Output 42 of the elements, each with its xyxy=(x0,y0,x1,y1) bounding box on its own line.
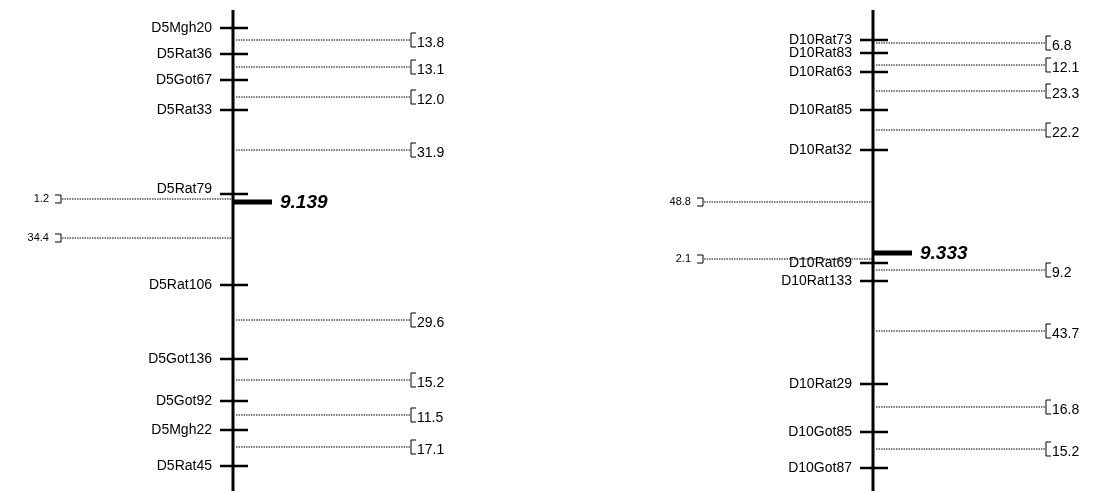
marker-name: D5Mgh22 xyxy=(151,422,212,436)
marker-name: D5Rat45 xyxy=(156,458,212,472)
marker-name: D10Rat32 xyxy=(788,142,852,156)
interval-distance: 1.2 xyxy=(33,193,49,204)
interval-distance: 16.8 xyxy=(1052,402,1080,416)
marker-name: D10Rat69 xyxy=(788,255,852,269)
interval-distance: 31.9 xyxy=(417,145,445,159)
marker-name: D10Rat133 xyxy=(781,273,852,287)
interval-distance: 2.1 xyxy=(675,253,691,264)
interval-distance: 13.8 xyxy=(417,35,445,49)
interval-distance: 43.7 xyxy=(1052,326,1080,340)
marker-name: D10Got87 xyxy=(788,460,852,474)
peak-score: 9.139 xyxy=(280,192,328,211)
marker-name: D5Got67 xyxy=(155,72,212,86)
interval-distance: 17.1 xyxy=(417,442,445,456)
marker-name: D5Got92 xyxy=(155,393,212,407)
marker-name: D5Rat106 xyxy=(148,277,212,291)
interval-distance: 23.3 xyxy=(1052,86,1080,100)
interval-distance: 13.1 xyxy=(417,62,445,76)
peak-score: 9.333 xyxy=(920,243,968,262)
marker-name: D5Rat33 xyxy=(156,102,212,116)
marker-name: D10Rat63 xyxy=(788,64,852,78)
marker-name: D10Rat29 xyxy=(788,376,852,390)
marker-name: D10Rat85 xyxy=(788,102,852,116)
marker-name: D10Rat83 xyxy=(788,45,852,59)
interval-distance: 34.4 xyxy=(27,232,49,243)
interval-distance: 29.6 xyxy=(417,315,445,329)
marker-name: D5Mgh20 xyxy=(151,20,212,34)
interval-distance: 15.2 xyxy=(1052,444,1080,458)
interval-distance: 15.2 xyxy=(417,375,445,389)
marker-name: D5Rat36 xyxy=(156,46,212,60)
marker-name: D5Rat79 xyxy=(156,181,212,195)
interval-distance: 6.8 xyxy=(1052,38,1072,52)
interval-distance: 22.2 xyxy=(1052,125,1080,139)
marker-name: D10Rat73 xyxy=(788,32,852,46)
interval-distance: 12.1 xyxy=(1052,60,1080,74)
marker-name: D10Got85 xyxy=(788,424,852,438)
interval-distance: 48.8 xyxy=(669,196,691,207)
interval-distance: 12.0 xyxy=(417,92,445,106)
marker-name: D5Got136 xyxy=(148,351,212,365)
interval-distance: 9.2 xyxy=(1052,265,1072,279)
interval-distance: 11.5 xyxy=(417,410,444,424)
